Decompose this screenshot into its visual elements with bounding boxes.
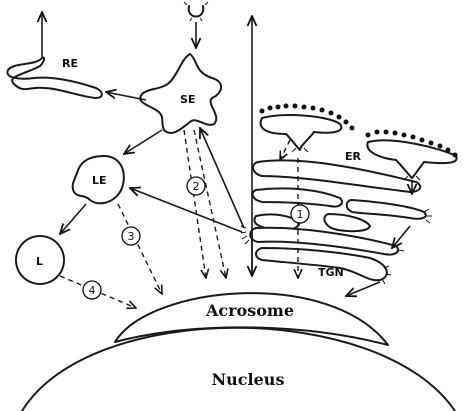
acrosome-outline xyxy=(114,292,389,346)
pathway-3-circle xyxy=(121,226,141,246)
dashed-arrows xyxy=(59,129,298,308)
sorting-endosome-shape xyxy=(139,53,222,134)
endocytic-vesicle-shape xyxy=(187,5,205,18)
ribosome-dots xyxy=(259,103,458,158)
late-endosome-shape xyxy=(71,155,125,205)
nucleus-label: Nucleus xyxy=(212,370,285,389)
re-label: RE xyxy=(62,57,78,70)
golgi-stack xyxy=(249,159,427,282)
pathway-3-number: 3 xyxy=(128,230,135,243)
tgn-label: TGN xyxy=(318,266,344,279)
pathway-4-circle xyxy=(82,280,102,300)
recycling-endosome-shape xyxy=(6,56,103,99)
pathway-4-number: 4 xyxy=(89,284,96,297)
pathway-1-number: 1 xyxy=(297,208,304,221)
clathrin-coats xyxy=(240,147,432,285)
lysosome-shape xyxy=(15,235,65,285)
l-label: L xyxy=(36,255,43,268)
pathway-2-number: 2 xyxy=(193,180,200,193)
er-cisterna-right xyxy=(366,139,458,179)
solid-arrows xyxy=(42,12,412,296)
er-label: ER xyxy=(345,150,362,163)
pathway-1-circle xyxy=(290,204,310,224)
le-label: LE xyxy=(92,174,107,187)
se-label: SE xyxy=(180,93,195,106)
acrosome-label: Acrosome xyxy=(205,301,294,320)
pathway-2-circle xyxy=(186,176,206,196)
er-cisterna-upper xyxy=(259,114,343,151)
